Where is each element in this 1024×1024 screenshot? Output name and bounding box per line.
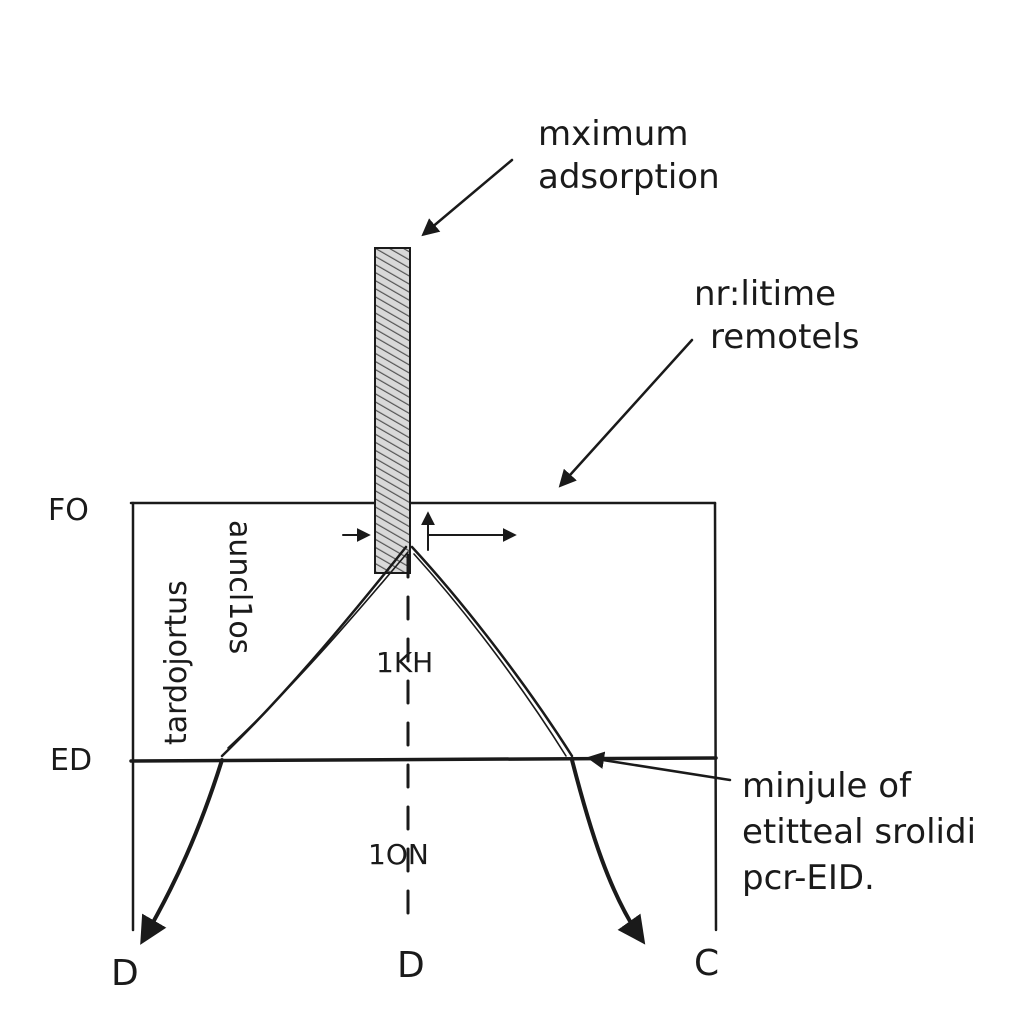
minjule-arrow: [586, 751, 732, 782]
bottom-label-center: D: [397, 945, 425, 986]
max-adsorption-label-line2: adsorption: [538, 157, 720, 197]
box-right-line: [713, 501, 718, 932]
minjule-label-line2: etitteal srolidi: [742, 812, 976, 852]
adsorption-column: [374, 247, 411, 574]
ed-level-label: ED: [50, 743, 92, 778]
fo-level-label: FO: [48, 493, 89, 528]
remotels-arrow: [558, 338, 694, 488]
vertical-label-2: auncl1os: [222, 520, 257, 654]
max-adsorption-arrow: [421, 158, 514, 237]
lower-inner-label: 1ON: [368, 838, 429, 871]
remotels-label-line2: remotels: [710, 317, 859, 357]
upper-inner-label: 1KH: [376, 646, 433, 679]
left-tail-curve: [140, 758, 224, 945]
bottom-label-right: C: [694, 943, 719, 984]
peak-curve-left: [220, 545, 408, 758]
bottom-label-left: D: [111, 953, 139, 994]
peak-curve-left-outline: [227, 551, 409, 749]
ed-baseline: [129, 756, 718, 763]
vertical-label-1: tardojortus: [159, 580, 194, 745]
remotels-label-line1: nr:litime: [694, 274, 836, 314]
peak-curve-right: [410, 545, 574, 758]
peak-curve-right-outline: [413, 553, 567, 757]
max-adsorption-label-line1: mximum: [538, 114, 688, 154]
minjule-label-line1: minjule of: [742, 766, 912, 806]
right-tail-curve: [570, 758, 646, 945]
minjule-label-line3: pcr-EID.: [742, 858, 875, 898]
